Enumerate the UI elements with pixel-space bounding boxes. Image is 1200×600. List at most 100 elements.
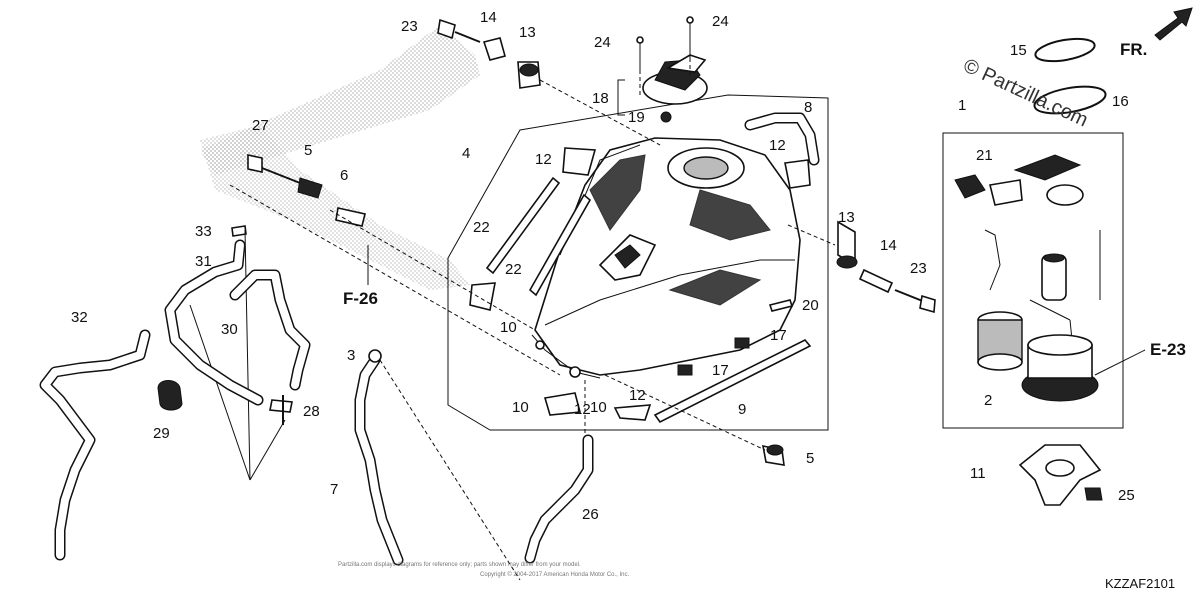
fuel-filter-2[interactable] [977,311,1023,371]
spring-17-b[interactable] [677,364,693,376]
bolt-23-top[interactable] [437,18,481,43]
leader [249,419,286,481]
callout-17-a: 17 [770,327,787,344]
leader [604,374,766,451]
leader [379,359,521,581]
nut-5-bottom[interactable] [761,444,785,466]
collar-14-right[interactable] [858,268,894,294]
pad-10-a[interactable] [469,282,496,311]
callout-10-c: 10 [590,399,607,416]
callout-22-a: 22 [473,219,490,236]
clamp-3[interactable] [368,349,382,363]
callout-16: 16 [1112,93,1129,110]
spacer-6[interactable] [335,207,366,227]
bracket-18 [617,79,625,116]
tank-assembly-outline [447,94,829,431]
callout-12-b: 12 [769,137,786,154]
copyright-line-2: Copyright © 2004-2017 American Honda Mot… [480,571,629,578]
leader [329,209,536,331]
callout-14-top: 14 [480,9,497,26]
pad-12-a[interactable] [562,147,597,176]
callout-5-bottom: 5 [806,450,814,467]
clip-33[interactable] [231,225,247,237]
watermark-text: © Partzilla.com [960,55,1091,132]
gasket-plate-11[interactable] [1018,444,1102,506]
callout-8: 8 [804,99,812,116]
callout-15: 15 [1010,42,1027,59]
pump-top-flange[interactable] [1013,154,1084,206]
pump-base[interactable] [1021,334,1099,402]
fuel-tank[interactable] [531,137,801,379]
leader [244,229,251,481]
callout-2: 2 [984,392,992,409]
leader [787,224,836,246]
callout-7: 7 [330,481,338,498]
callout-1: 1 [958,97,966,114]
callout-32: 32 [71,309,88,326]
pump-relay-21[interactable] [954,174,1023,206]
callout-10-a: 10 [500,319,517,336]
leader [189,304,251,481]
callout-24-left: 24 [594,34,611,51]
collar-14-top[interactable] [482,37,506,61]
reference-e23-arrow [1094,349,1146,376]
tube-9[interactable] [653,339,812,424]
copyright-line-1: Partzilla.com displays diagrams for refe… [338,562,581,568]
callout-21: 21 [976,147,993,164]
callouts: 1 2 3 4 5 5 6 7 8 9 10 10 10 11 12 12 12… [71,9,1135,523]
spring-17-a[interactable] [734,337,750,349]
callout-12-a: 12 [535,151,552,168]
nut-5-left[interactable] [297,177,323,199]
callout-10-b: 10 [512,399,529,416]
diagram-code: KZZAF2101 [1105,576,1175,591]
callout-12-c: 12 [629,387,646,404]
mount-13-right[interactable] [836,220,858,269]
reference-f26: F-26 [343,289,378,308]
part-19-bolt[interactable] [660,111,672,123]
pad-10-b[interactable] [543,392,582,416]
direction-label: FR. [1120,40,1147,59]
pump-wire[interactable] [984,229,1001,291]
pad-12-b[interactable] [784,159,811,189]
leader [539,79,661,146]
strip-22-b[interactable] [528,193,592,297]
leader [229,184,561,376]
pad-12-c[interactable] [613,404,652,421]
callout-33: 33 [195,223,212,240]
nut-25[interactable] [1084,487,1103,501]
callout-3: 3 [347,347,355,364]
callout-4: 4 [462,145,470,162]
callout-27: 27 [252,117,269,134]
pin-20[interactable] [768,299,794,312]
callout-28: 28 [303,403,320,420]
callout-13-right: 13 [838,209,855,226]
callout-19: 19 [628,109,645,126]
callout-5-left: 5 [304,142,312,159]
callout-20: 20 [802,297,819,314]
clamp-29[interactable] [157,380,183,411]
callout-18: 18 [592,90,609,107]
callout-25: 25 [1118,487,1135,504]
callout-29: 29 [153,425,170,442]
callout-13-top: 13 [519,24,536,41]
leader [1029,299,1071,321]
ring-16[interactable] [1032,82,1107,118]
callout-23-right: 23 [910,260,927,277]
stipple-band-lower [200,125,470,290]
bolt-23-right[interactable] [894,289,936,314]
reference-e23: E-23 [1150,340,1186,359]
callout-17-b: 17 [712,362,729,379]
callout-24-right: 24 [712,13,729,30]
callout-12-d: 12 [574,401,591,418]
front-arrow-icon [1154,7,1193,41]
pump-cover-assembly[interactable] [636,16,708,105]
mount-13-top[interactable] [517,61,541,89]
callout-14-right: 14 [880,237,897,254]
bolt-27[interactable] [247,154,301,184]
callout-26: 26 [582,506,599,523]
fuel-pump-motor[interactable] [1041,253,1067,301]
ring-15[interactable] [1034,35,1097,65]
strip-22-a[interactable] [485,176,561,275]
joint-28[interactable] [269,395,293,425]
